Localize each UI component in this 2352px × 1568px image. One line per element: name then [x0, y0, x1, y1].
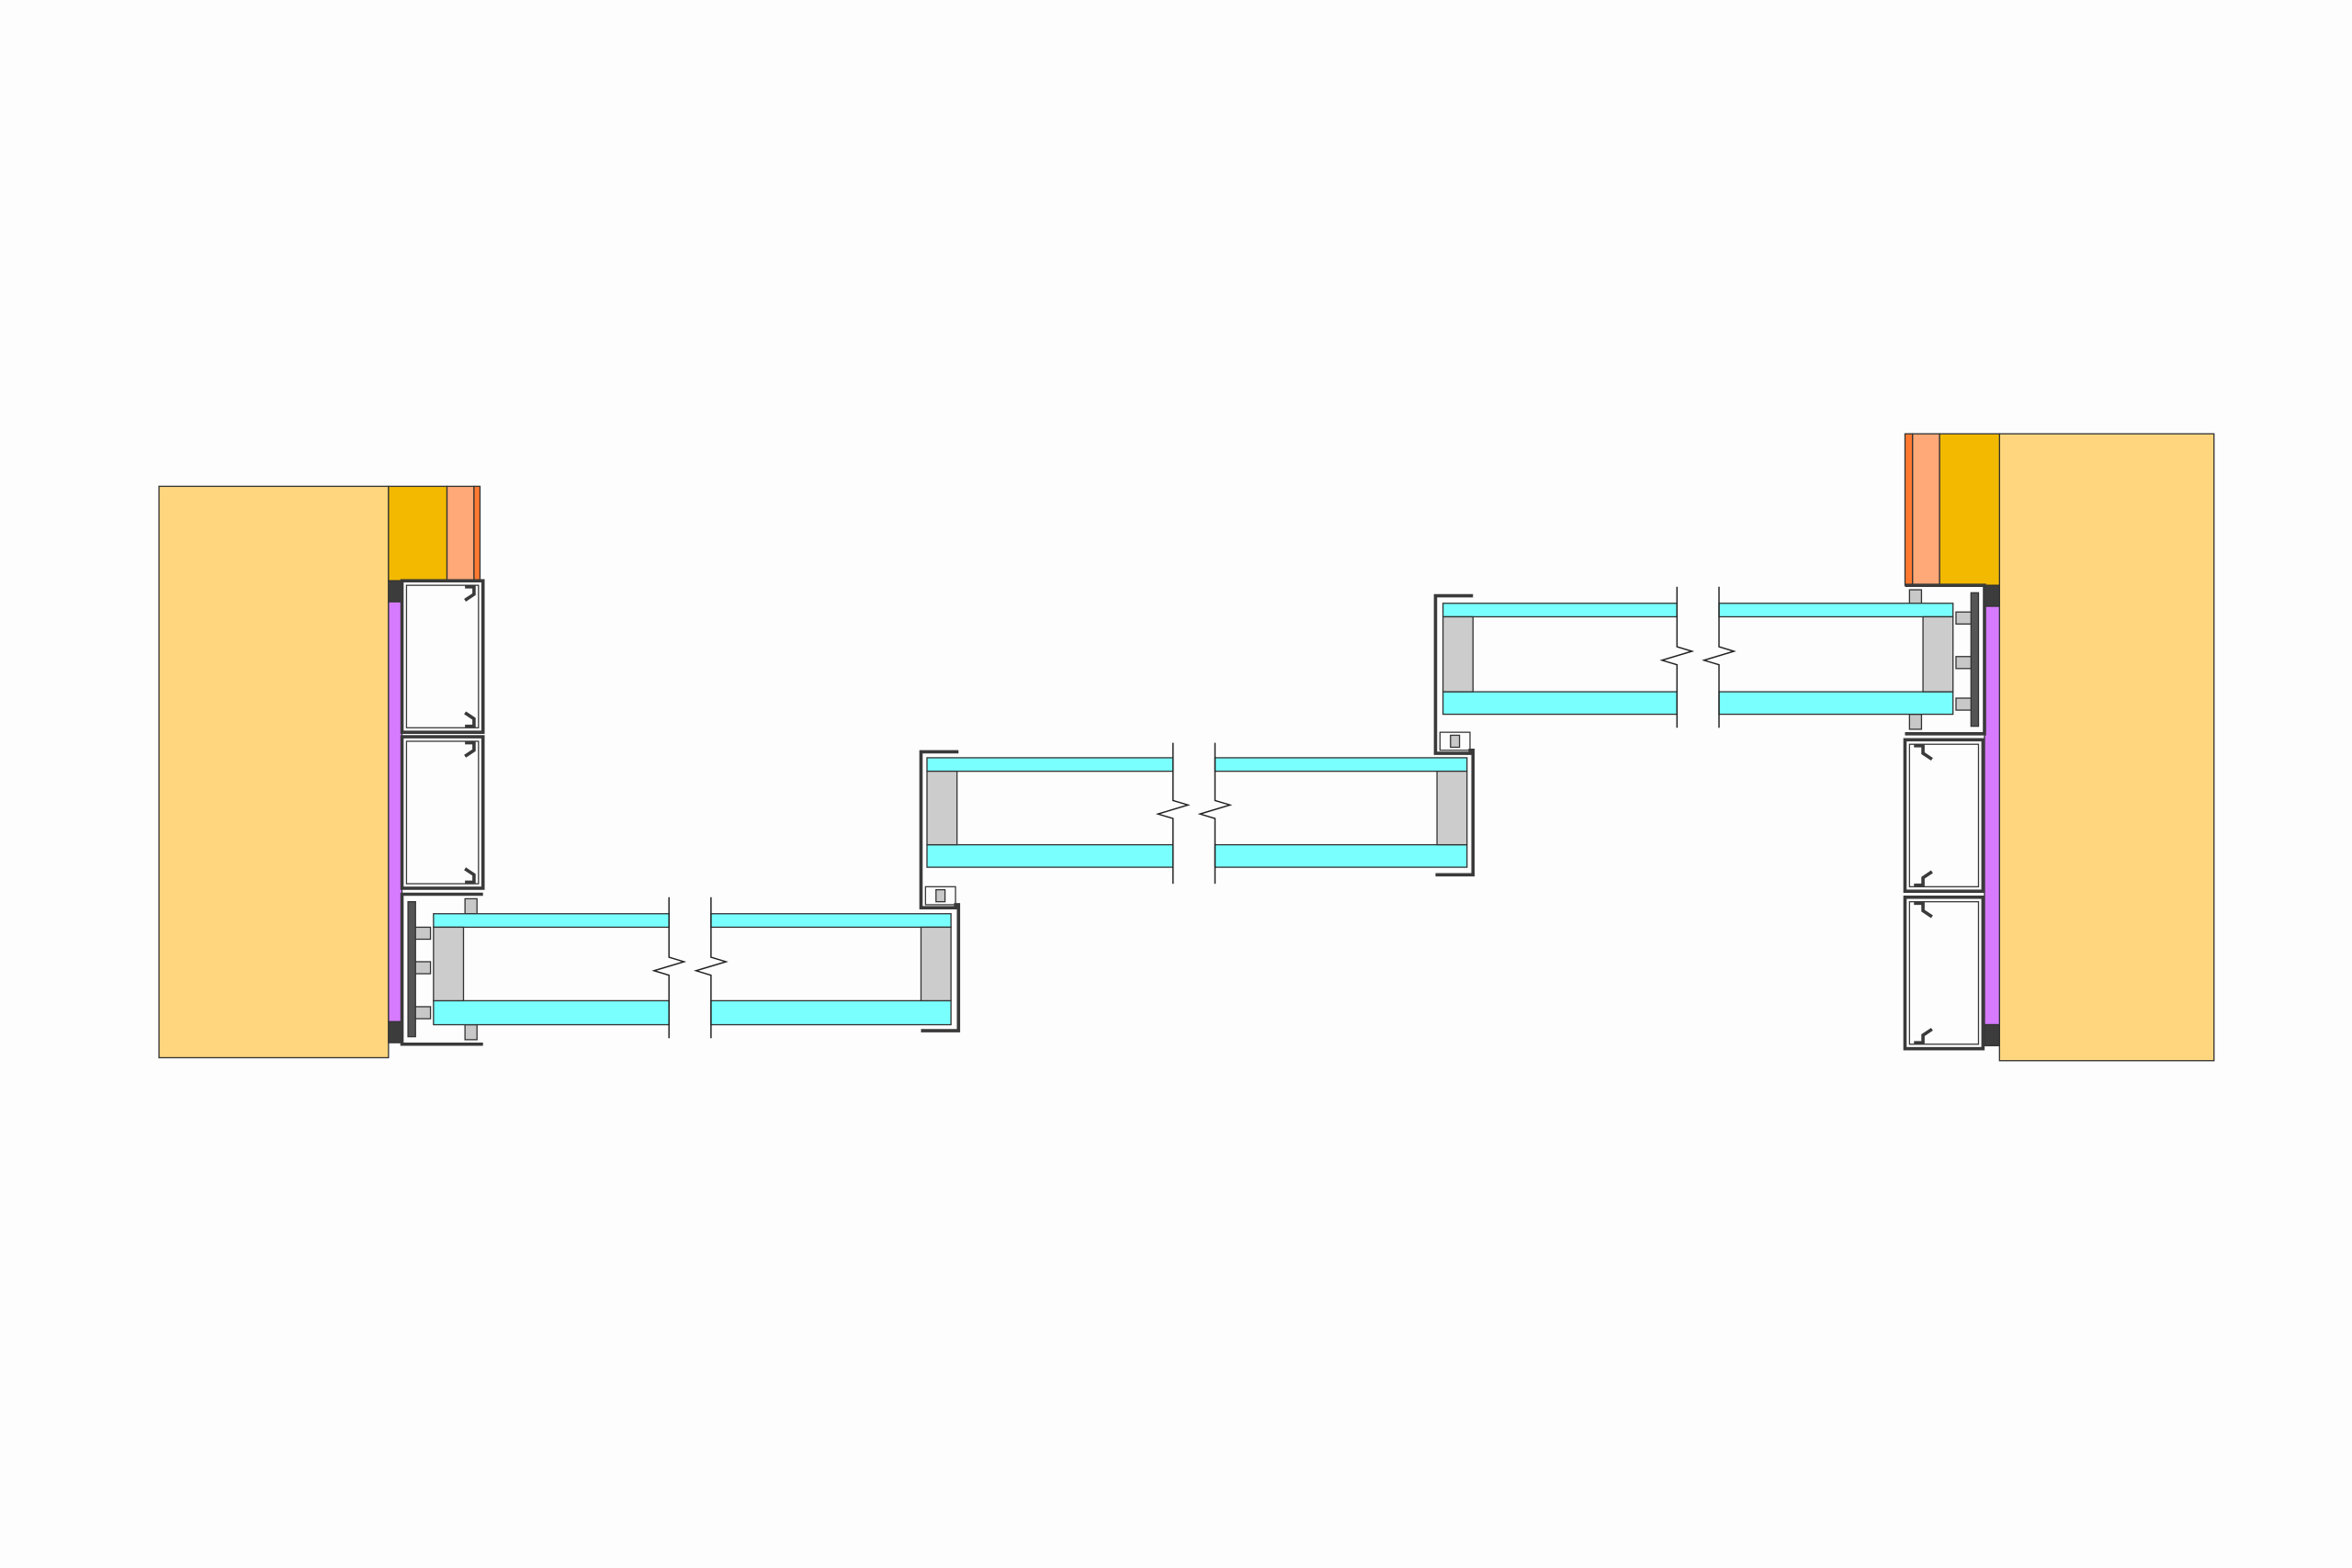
intermediate-mullion-2 — [1433, 593, 1476, 877]
glazing-frame-profile — [400, 892, 483, 1046]
mullion-profile — [919, 750, 959, 909]
glass-outer-pane — [926, 757, 1174, 773]
wall-body — [158, 485, 390, 1059]
glass-outer-pane — [1442, 603, 1678, 618]
profile-outer — [400, 735, 485, 890]
glass-inner-pane — [710, 999, 952, 1026]
glass-inner-pane — [1214, 843, 1468, 868]
clip-bottom — [1914, 1027, 1933, 1044]
gasket — [414, 1006, 432, 1020]
glazing-panel-3 — [1442, 586, 1954, 728]
seal-top — [388, 580, 403, 603]
profile-outer — [400, 579, 485, 734]
glazing-panel-2 — [926, 742, 1468, 885]
spacer-right — [1436, 770, 1468, 846]
mullion-profile-lower — [921, 903, 961, 1032]
right-wall — [1904, 433, 2215, 1062]
backplate — [1970, 592, 1980, 728]
wall-body — [1998, 433, 2215, 1062]
insulation-layer — [388, 485, 448, 581]
glass-inner-pane — [1718, 691, 1954, 716]
left-wall — [158, 485, 481, 1059]
intermediate-mullion-1 — [919, 750, 961, 1032]
glass-inner-pane — [433, 999, 670, 1026]
spacer-left — [926, 770, 958, 846]
channel — [1905, 583, 1986, 736]
spacer-right — [1922, 615, 1954, 693]
seal-bottom — [388, 1021, 403, 1043]
profile-outer — [1903, 895, 1985, 1051]
profile-outer — [1903, 738, 1985, 894]
glass-outer-pane — [1718, 603, 1954, 618]
insulation-layer — [1939, 433, 2000, 586]
cladding-layer — [446, 485, 475, 581]
clip-bottom — [1914, 870, 1933, 887]
spacer-right — [920, 926, 952, 1002]
gasket — [414, 926, 432, 941]
glazing-panel-1 — [433, 897, 952, 1039]
clip-top — [464, 740, 476, 758]
break-line — [1702, 586, 1736, 728]
glazing-frame-profile — [1905, 583, 1986, 736]
gasket-top — [1908, 589, 1923, 606]
gasket — [1955, 697, 1972, 711]
profile-inner — [405, 584, 480, 728]
hollow-profile — [1903, 738, 1985, 894]
gasket — [414, 961, 432, 975]
glass-outer-pane — [433, 913, 670, 929]
break-line — [1659, 586, 1695, 728]
clip-top — [1914, 744, 1933, 761]
seal-top — [1984, 584, 2000, 607]
break-line — [651, 897, 687, 1039]
break-line — [693, 897, 729, 1039]
membrane-strip — [388, 601, 403, 1022]
spacer-left — [433, 926, 465, 1002]
glass-inner-pane — [926, 843, 1174, 868]
profile-inner — [1908, 743, 1980, 887]
gasket-bottom — [464, 1023, 478, 1041]
break-line — [1155, 742, 1191, 885]
profile-inner — [1908, 901, 1980, 1045]
cladding-layer — [1911, 433, 1940, 586]
glass-outer-pane — [710, 913, 952, 929]
cladding-edge — [1904, 433, 1914, 586]
backplate — [407, 901, 416, 1038]
hollow-profile — [400, 735, 485, 890]
spacer-left — [1442, 615, 1474, 693]
glass-inner-pane — [1442, 691, 1678, 716]
mullion-profile — [1433, 593, 1474, 755]
cladding-edge — [473, 485, 481, 581]
gasket-top — [464, 897, 478, 915]
mullion-profile-lower — [1435, 748, 1476, 877]
clip-bottom — [464, 711, 476, 728]
clip-bottom — [464, 867, 476, 885]
seal-bottom — [1984, 1023, 2000, 1047]
clip-top — [464, 585, 476, 602]
connector-block — [924, 886, 956, 906]
break-line — [1197, 742, 1233, 885]
connector-gasket — [1450, 734, 1461, 749]
channel — [400, 892, 483, 1046]
clip-top — [1914, 901, 1933, 919]
hollow-profile — [400, 579, 485, 734]
connector-gasket — [935, 888, 946, 903]
gasket — [1955, 656, 1972, 670]
membrane-strip — [1984, 605, 2000, 1026]
connector-block — [1439, 731, 1471, 751]
hollow-profile — [1903, 895, 1985, 1051]
right-frame-profiles — [1903, 583, 1986, 1051]
glass-outer-pane — [1214, 757, 1468, 773]
gasket — [1955, 611, 1972, 625]
gasket-bottom — [1908, 713, 1923, 730]
left-frame-profiles — [400, 579, 485, 1046]
profile-inner — [405, 740, 480, 885]
